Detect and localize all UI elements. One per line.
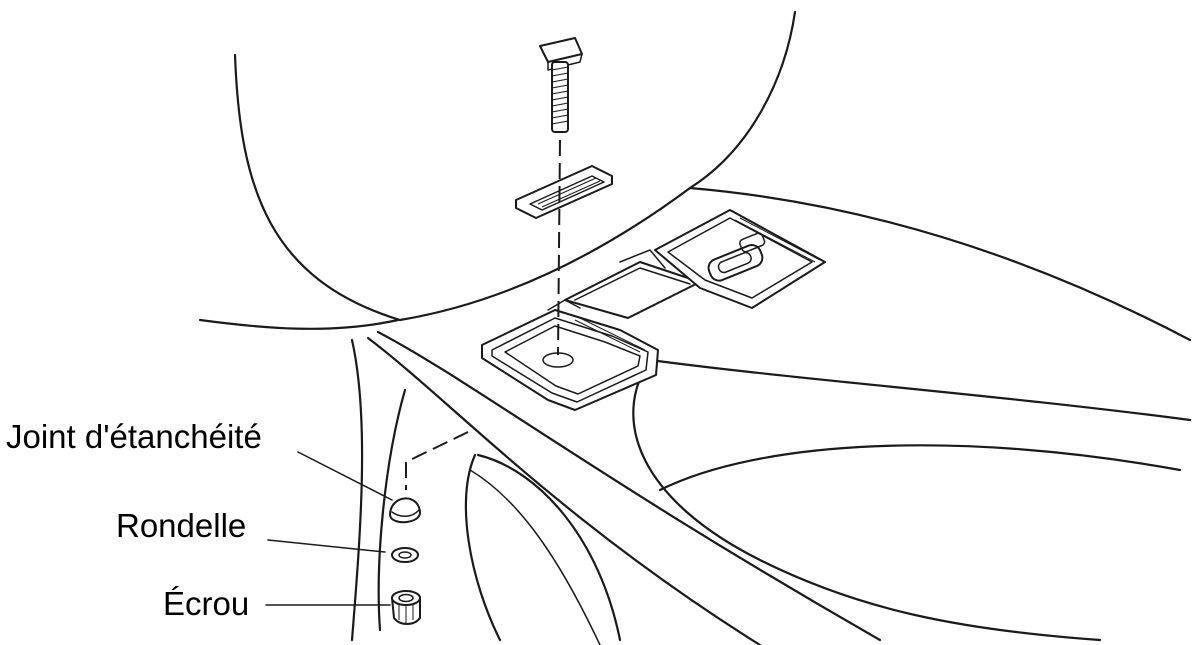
seal-label: Joint d'étanchéité bbox=[6, 418, 262, 455]
t-bolt bbox=[539, 37, 583, 133]
leader-lines bbox=[265, 451, 393, 606]
nut-part bbox=[391, 590, 421, 625]
washer-label: Rondelle bbox=[116, 507, 246, 544]
nut-label: Écrou bbox=[163, 585, 249, 622]
washer-part bbox=[391, 547, 419, 563]
seal-part bbox=[389, 497, 421, 524]
toilet-bowl bbox=[198, 186, 1192, 645]
slotted-bushing bbox=[515, 165, 613, 219]
hinge-bracket-left bbox=[481, 309, 659, 411]
hinge-bracket-right bbox=[654, 209, 826, 309]
toilet-lid bbox=[233, 10, 797, 322]
assembly-axis-lines bbox=[405, 139, 561, 490]
